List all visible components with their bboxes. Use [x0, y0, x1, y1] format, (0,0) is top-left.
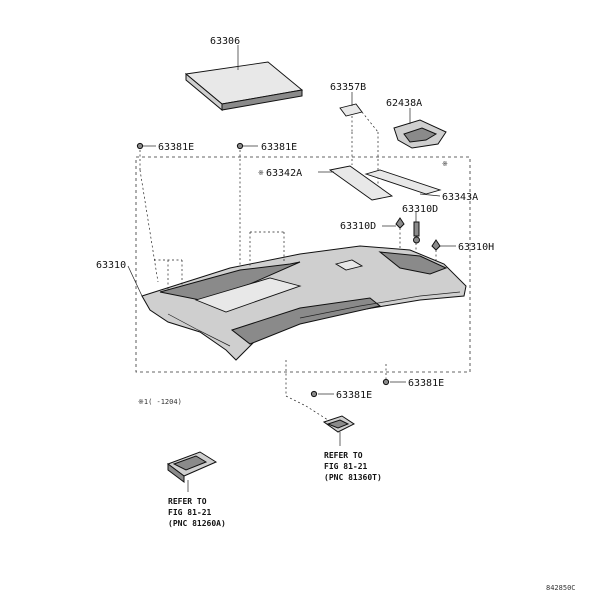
- refer-left-line2: FIG 81-21: [168, 508, 212, 517]
- label-63381e-lowmid: 63381E: [336, 390, 372, 401]
- refer-right-line2: FIG 81-21: [324, 462, 368, 471]
- svg-text:※: ※: [442, 160, 448, 168]
- clip-left: [136, 142, 159, 283]
- label-63357b: 63357B: [330, 82, 366, 93]
- refer-right-line1: REFER TO: [324, 451, 363, 460]
- label-63381e-lowright: 63381E: [408, 378, 444, 389]
- refer-left-line1: REFER TO: [168, 497, 207, 506]
- label-62438a: 62438A: [386, 98, 422, 109]
- label-63310h: 63310H: [458, 242, 494, 253]
- refer-left-line3: (PNC 81260A): [168, 519, 226, 528]
- clips-lower: [285, 360, 406, 421]
- refer-right-line3: (PNC 81360T): [324, 473, 382, 482]
- clips-63310d: [382, 212, 456, 270]
- label-63310: 63310: [96, 260, 126, 271]
- bracket-62438a: [393, 108, 447, 149]
- sunshade-panel: [184, 45, 304, 112]
- label-63310d-right: 63310D: [402, 204, 438, 215]
- label-63381e-left: 63381E: [158, 142, 194, 153]
- assembly-frame: [135, 156, 471, 373]
- console-lamp-left: [166, 451, 218, 492]
- label-63306: 63306: [210, 36, 240, 47]
- map-lamp-right: [322, 415, 355, 446]
- label-63381e-mid: 63381E: [261, 142, 297, 153]
- headliner-body: [127, 231, 467, 361]
- note-small: ※1( -1204): [138, 398, 182, 406]
- svg-text:※: ※: [258, 169, 264, 177]
- label-63342a: 63342A: [266, 168, 302, 179]
- label-63343a: 63343A: [442, 192, 478, 203]
- pad-63357b: [339, 92, 379, 190]
- catalog-code: 842850C: [546, 584, 576, 592]
- trim-strips: ※ ※: [258, 160, 448, 201]
- clip-mid: [236, 142, 258, 268]
- label-63310d-mid: 63310D: [340, 221, 376, 232]
